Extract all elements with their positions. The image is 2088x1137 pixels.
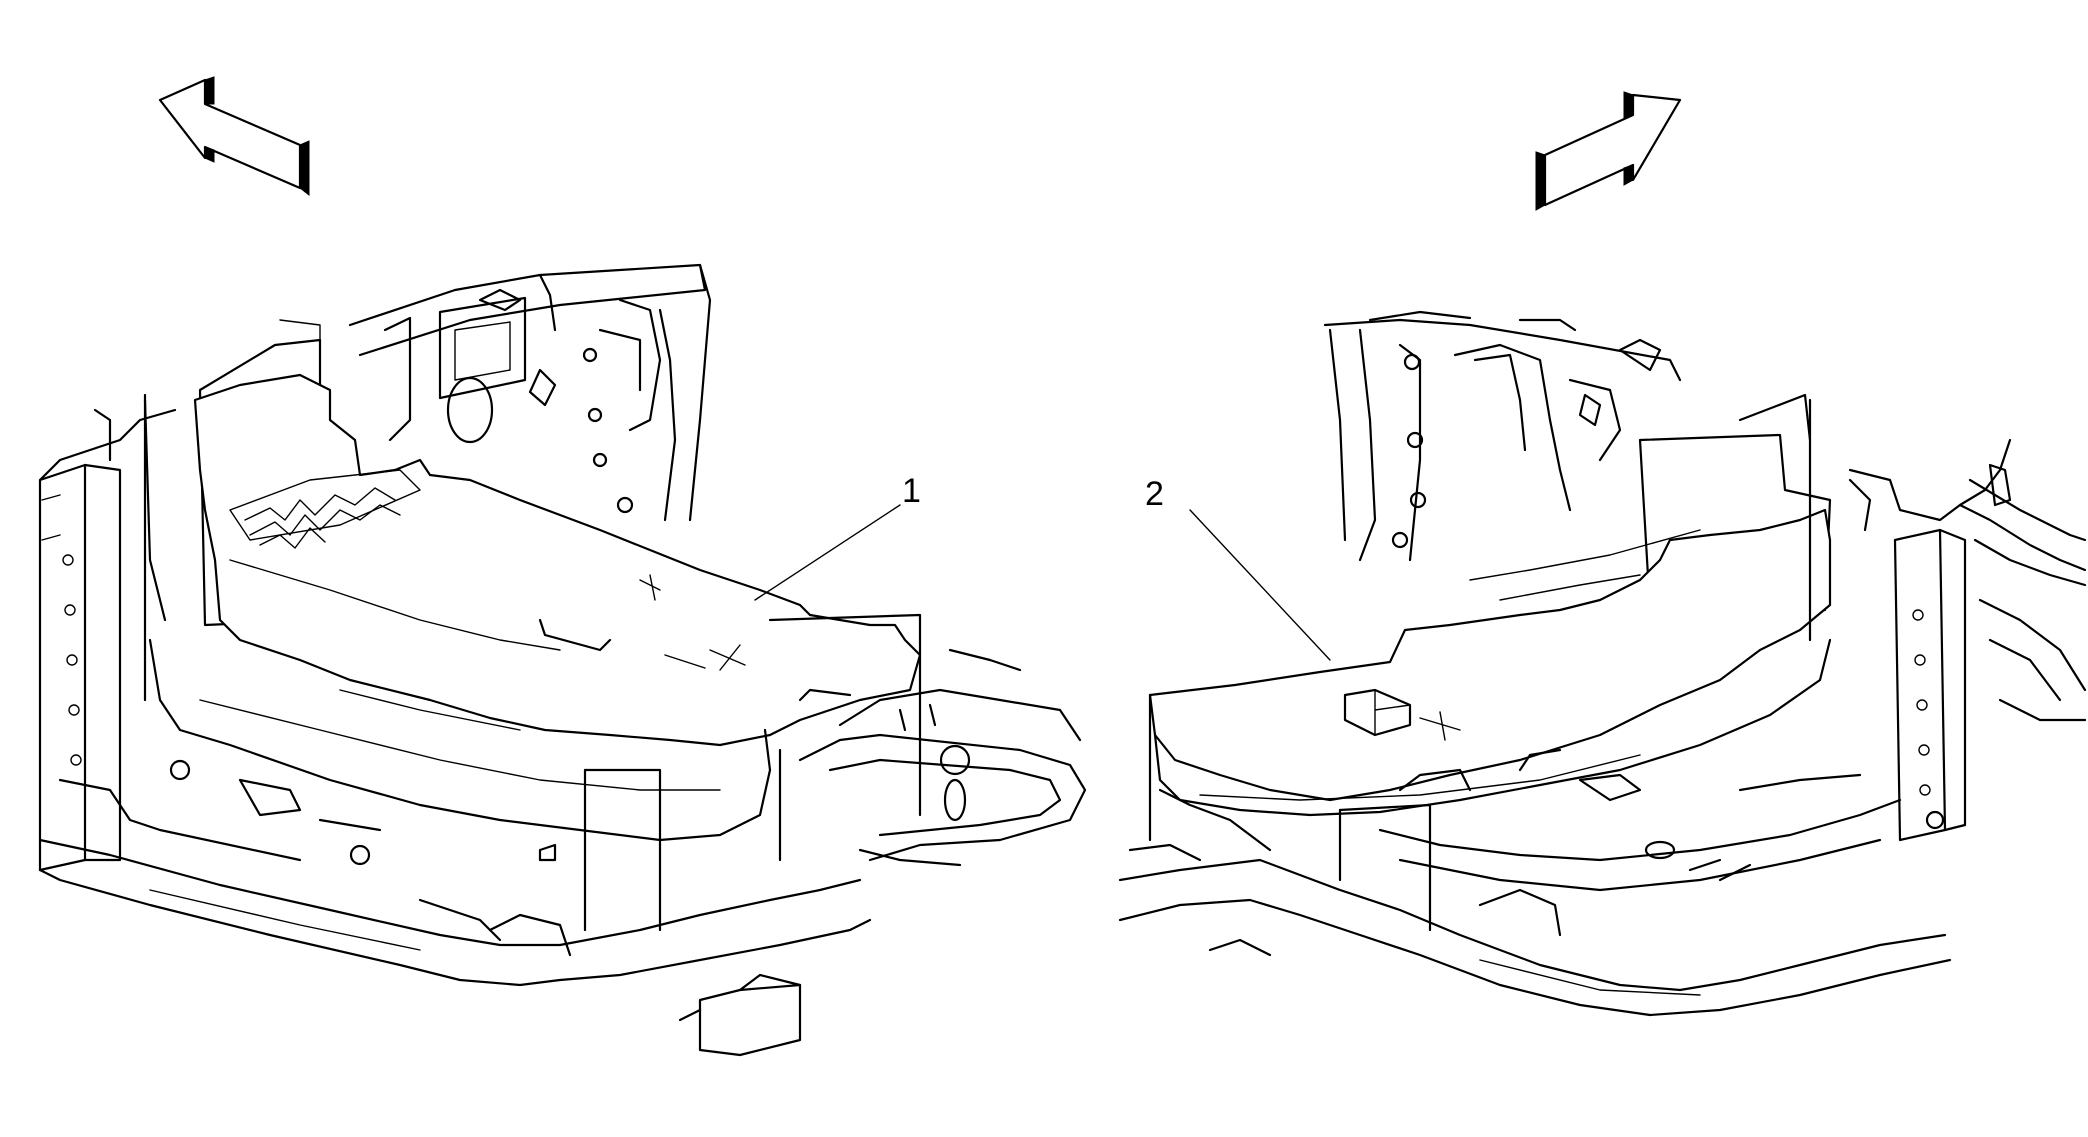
left-frame-rails xyxy=(38,648,1087,1057)
right-side-pillar xyxy=(1848,438,2087,842)
right-view: 2 xyxy=(1118,91,2087,1017)
left-view: 1 xyxy=(38,76,1087,1057)
left-floor-panel xyxy=(193,373,922,747)
callout-2-label: 2 xyxy=(1145,475,1164,513)
left-side-pillar xyxy=(38,398,177,872)
left-rear-wall xyxy=(348,263,712,522)
direction-arrow-left-icon xyxy=(158,76,310,197)
right-vertical-panels xyxy=(1148,398,1812,932)
left-vertical-panels xyxy=(143,393,922,932)
callout-2: 2 xyxy=(1145,475,1331,661)
right-floor-panel xyxy=(1148,508,1832,802)
right-rear-wall xyxy=(1323,310,1682,562)
direction-arrow-right-icon xyxy=(1535,91,1682,211)
left-front-panel xyxy=(148,638,772,842)
callout-1-leader xyxy=(754,504,901,601)
right-frame-rails xyxy=(1118,773,1952,1017)
callout-1: 1 xyxy=(754,472,921,601)
callout-2-leader xyxy=(1189,509,1331,661)
callout-1-label: 1 xyxy=(902,472,921,510)
